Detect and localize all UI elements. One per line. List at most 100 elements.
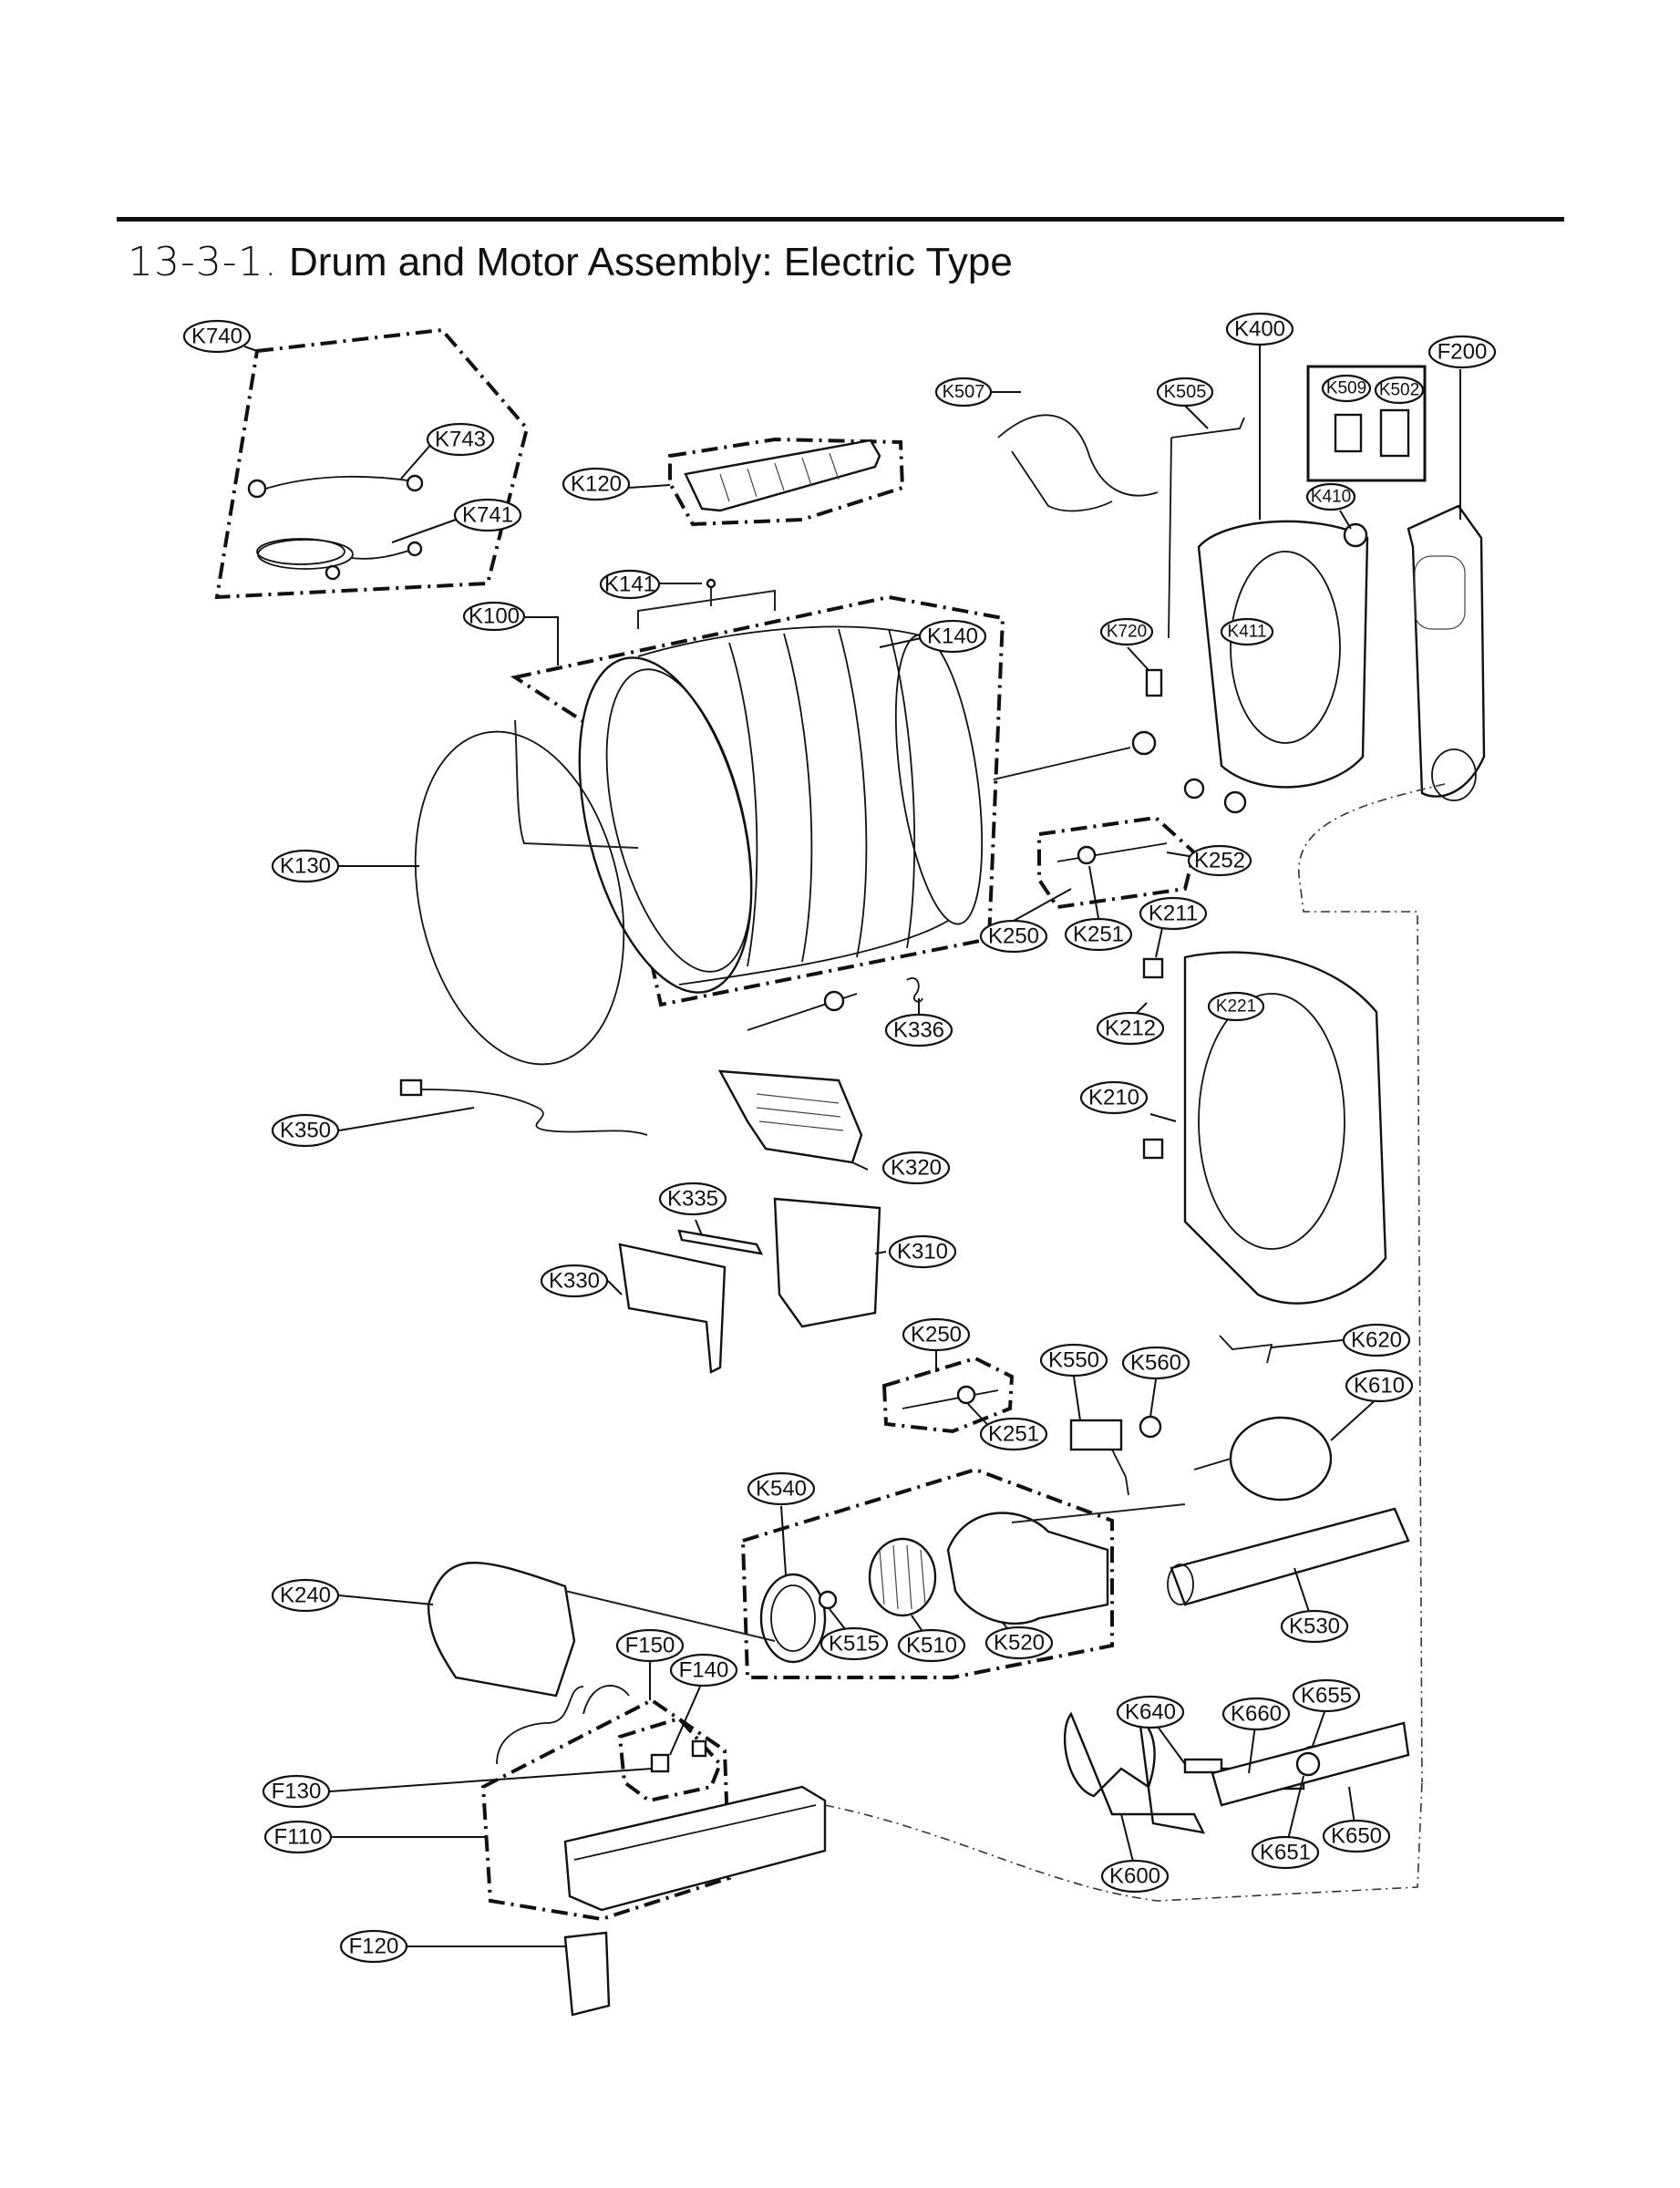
callout-k660: K660 [1221,1697,1291,1731]
callout-label: F140 [679,1658,729,1683]
callout-label: K141 [604,573,655,597]
callout-k240: K240 [271,1578,340,1613]
hose-k743 [259,476,416,491]
impeller-k510 [868,1537,937,1617]
callout-label: K720 [1107,623,1147,642]
callout-k620: K620 [1342,1323,1411,1357]
capacitor-k560 [1139,1415,1162,1439]
hose-k741-coil-b [257,539,354,570]
duct-f200-link [1298,783,1446,1783]
callout-label: K400 [1234,317,1285,342]
tube-k530-end [1167,1564,1194,1605]
leader-k310 [874,1251,887,1254]
roller-k720 [1131,730,1157,756]
callout-label: K655 [1301,1684,1352,1708]
leader-k720 [1127,646,1149,671]
callout-k743: K743 [426,422,495,457]
callout-k515: K515 [819,1626,889,1661]
callout-f110: F110 [263,1820,333,1854]
callout-label: K120 [571,472,622,497]
k130-guide [514,719,639,849]
callout-k320: K320 [881,1151,951,1185]
callout-label: K212 [1105,1017,1156,1041]
callout-k610: K610 [1345,1368,1414,1403]
duct-f200 [1407,504,1486,798]
leader-k335 [695,1219,703,1236]
leader-f130 [329,1768,653,1792]
callout-k211: K211 [1139,896,1208,931]
callout-label: K250 [988,924,1039,949]
duct-f200-mesh [1414,555,1466,630]
leader-f140 [669,1686,701,1756]
callout-k720: K720 [1099,617,1154,646]
drum-ribs [728,628,916,967]
leader-k740 [243,346,258,352]
washer-k515 [818,1590,838,1610]
section-title: Drum and Motor Assembly: Electric Type [288,240,1013,284]
callout-label: K520 [994,1631,1045,1656]
callout-k350: K350 [271,1113,340,1148]
callout-k400: K400 [1225,312,1294,346]
roller-b [1183,778,1205,800]
harness-f150 [496,1685,630,1765]
leader-k120 [628,484,671,489]
callout-label: K140 [927,624,978,649]
callout-label: K540 [756,1477,807,1502]
callout-k100: K100 [462,601,526,632]
section-number: 13-3-1. [128,239,278,285]
baffle-k120-ribs [719,452,840,502]
callout-label: K610 [1354,1374,1405,1398]
k141-bracket [637,589,776,629]
roller-k251 [1077,845,1097,865]
filter-k320-mesh [756,1093,844,1131]
motor-k610-shaft [1193,1458,1232,1471]
rear-bulkhead-k400 [1197,520,1369,789]
callout-label: K411 [1228,623,1267,642]
leader-k350 [338,1107,475,1131]
callout-k212: K212 [1096,1011,1165,1046]
callout-label: K320 [891,1156,942,1181]
leader-k610 [1330,1396,1380,1441]
leader-k540 [780,1505,787,1575]
callout-label: K505 [1164,382,1207,402]
group-f110-heater [480,1698,732,1922]
callout-label: K330 [549,1269,600,1294]
callout-k540: K540 [747,1471,816,1506]
bar-k335 [677,1229,764,1255]
callout-label: K743 [435,428,486,452]
callout-k510: K510 [897,1628,966,1663]
callout-label: K251 [988,1422,1039,1447]
callout-k120: K120 [562,467,631,501]
callout-label: K560 [1130,1351,1181,1376]
leader-k100 [515,616,559,666]
callout-f120: F120 [339,1929,408,1964]
callout-k640: K640 [1116,1695,1185,1729]
leader-k210 [1149,1113,1177,1122]
heater-f110 [563,1785,827,1912]
hose-k741-fitting-b [407,541,423,557]
callout-label: K507 [943,382,985,402]
callout-k130: K130 [271,849,340,883]
callout-k520: K520 [984,1626,1054,1660]
callout-k210: K210 [1079,1080,1149,1115]
part-k211 [1142,957,1164,979]
roller-shaft-a [993,747,1131,780]
leader-k741 [391,519,457,543]
duct-f200-outlet [1431,748,1477,801]
drum-body [637,625,949,986]
callout-label: K510 [906,1634,957,1658]
callout-label: K530 [1289,1615,1340,1639]
hose-k741-coil-a [256,538,345,565]
leader-k743 [400,441,434,480]
callout-k330: K330 [540,1264,609,1298]
group-blower [740,1467,1114,1679]
callout-f130: F130 [262,1774,331,1809]
leader-k410 [1339,510,1352,530]
callout-label: F200 [1438,340,1488,365]
callout-label: K221 [1216,997,1256,1017]
leader-k560 [1149,1378,1157,1418]
hose-k741-lead [350,548,416,560]
heater-f110-rail [573,1804,817,1861]
switch-k502 [1379,408,1410,458]
